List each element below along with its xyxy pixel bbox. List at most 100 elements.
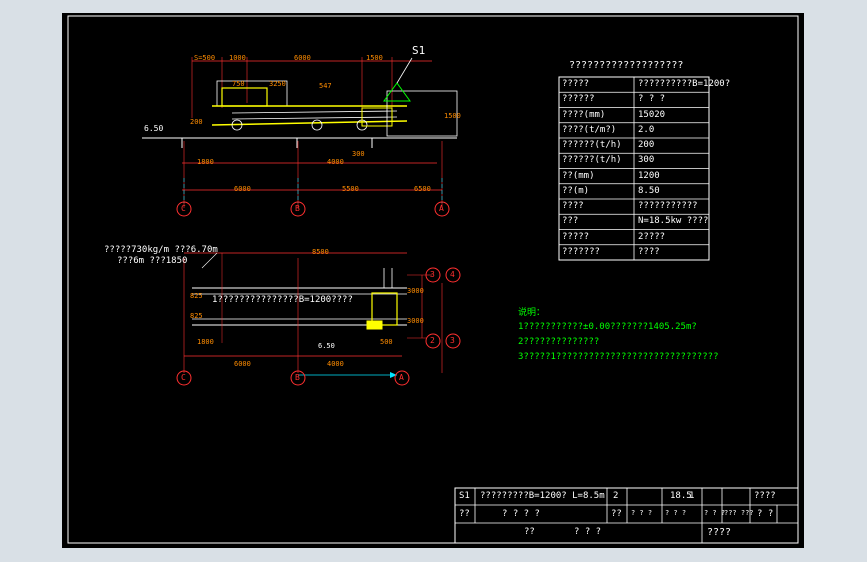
dim-text: 200 [190,118,203,126]
axis-label: 3 [430,270,435,279]
dim-text: 3000 [407,317,424,325]
spec-value: N=18.5kw ???? [638,216,709,227]
spec-label: ??????? [562,246,600,257]
axis-label: A [439,204,444,213]
axis-label: 3 [450,336,455,345]
spec-value: ??????????B=1200? [638,79,731,89]
spec-value: 200 [638,140,655,150]
title-cell: ? ? ? [704,509,726,517]
spec-value: ???? [638,246,660,257]
spec-label: ??(m) [562,185,590,196]
axis-label: A [399,373,404,382]
axis-label: B [295,373,300,382]
spec-label: ???? [562,201,584,211]
plan-view [176,252,461,386]
dim-text: S=500 [194,54,216,62]
title-cell: 2 [613,491,619,501]
title-cell: ? ? [757,509,774,519]
axis-bubble-b-plan [290,370,306,386]
axis-label: B [295,204,300,213]
spec-value: 2.0 [638,124,655,135]
dim-text: 750 [232,80,245,88]
plan-label: 1???????????????B=1200???? [212,295,353,305]
plan-note-2: ???6m ???1850 [117,256,188,266]
drawing-linework [67,15,799,544]
title-cell: ???? [707,527,732,538]
title-cell: ? ? ? ? [502,509,540,519]
table-title: ??????????????????? [569,60,684,71]
dim-text: 6000 [294,54,311,62]
spec-label: ????? [562,231,590,242]
title-block-lines [454,487,799,544]
spec-value: 8.50 [638,185,660,196]
title-cell: ???? [754,491,776,501]
spec-value: 1200 [638,170,660,181]
dim-text: 3250 [269,80,286,88]
title-cell: ? ? ? [665,509,687,517]
axis-bubble-b-top [290,201,306,217]
axis-label: C [181,373,186,382]
dim-text: 1500 [444,112,461,120]
spec-label: ??? [562,216,579,227]
axis-bubble-a-plan [394,370,410,386]
dim-text: 5500 [342,185,359,193]
elevation-mark: 6.50 [144,124,164,133]
axis-label: 4 [450,270,455,279]
spec-value: ? ? ? [638,94,666,105]
axis-label: 2 [430,336,435,345]
title-cell: ? ? ? [574,527,602,537]
dim-text: 4000 [327,158,344,166]
dim-text: 4000 [327,360,344,368]
dim-text: 1800 [197,158,214,166]
axis-bubble-c-plan [176,370,192,386]
note-line-1: 1???????????±0.00???????1405.25m? [518,322,697,332]
title-cell: ?????????B=1200? L=8.5m [480,491,605,501]
axis-label: C [181,204,186,213]
axis-bubble-c-top [176,201,192,217]
dim-text: 547 [319,82,332,90]
spec-label: ??????(t/h) [562,155,622,166]
dim-text: 6000 [234,185,251,193]
spec-value: 2???? [638,231,666,242]
title-cell: 1 [689,491,695,501]
title-cell: ?? [459,509,470,519]
dim-text: 1500 [366,54,383,62]
dim-text: 1800 [197,338,214,346]
spec-label: ????? [562,79,590,89]
notes-heading: 说明： [518,308,546,318]
dim-text: 6500 [414,185,431,193]
title-cell: S1 [459,491,470,501]
title-cell: ?? [524,527,535,537]
dim-text: 1000 [229,54,246,62]
spec-label: ??????(t/h) [562,140,622,150]
dim-text: 825 [190,312,203,320]
spec-label: ??(mm) [562,170,595,181]
label-s1: S1 [412,44,426,57]
spec-label: ?????? [562,94,595,105]
spec-value: ??????????? [638,201,698,211]
spec-value: 300 [638,155,655,166]
dim-text: 6000 [234,360,251,368]
dim-text: 500 [380,338,393,346]
title-cell: 18.5 [670,491,692,501]
inner-frame [67,15,799,544]
dim-text: 8500 [312,248,329,256]
title-cell: ?? [611,509,622,519]
axis-bubble-a-top [434,201,450,217]
dim-text: 300 [352,150,365,158]
title-cell: ??? ??? [724,509,754,517]
elevation-mark-plan: 6.50 [318,342,335,350]
spec-table-lines [558,76,710,261]
note-line-2: 2?????????????? [518,337,600,347]
elevation-view [142,57,458,217]
note-line-3: 3?????1?????????????????????????????? [518,352,719,362]
spec-label: ????(t/m?) [562,124,617,135]
spec-label: ????(mm) [562,109,606,120]
title-cell: ? ? ? [631,509,653,517]
dim-text: 825 [190,292,203,300]
drawing-sheet: S1 6.50 S=500 1000 6000 1500 750 3250 54… [62,13,804,548]
plan-note-1: ?????730kg/m ???6.70m [104,245,218,255]
spec-value: 15020 [638,109,666,120]
dim-text: 3000 [407,287,424,295]
